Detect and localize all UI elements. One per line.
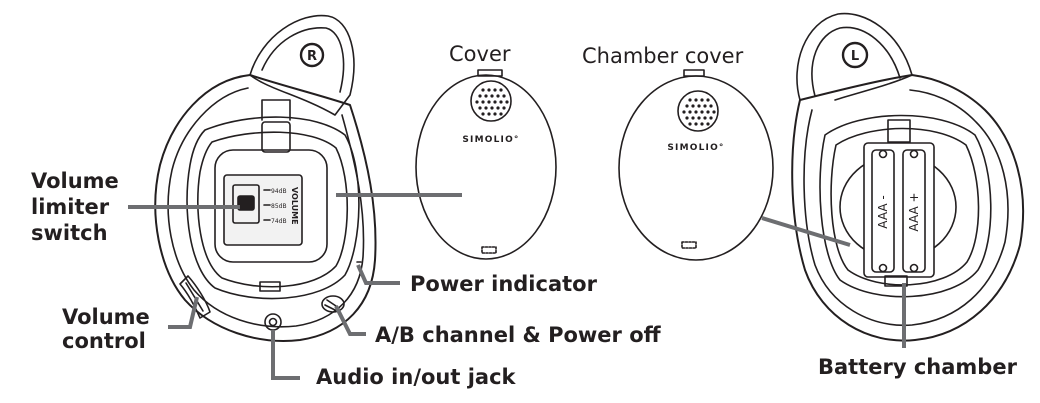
level-74db: 74dB [271,218,287,225]
leader-volume-control [168,296,199,329]
battery-chamber-label: Battery chamber [818,355,1017,379]
cover-part [415,69,557,260]
battery-label-1: AAA - [876,195,890,228]
audio-jack-label: Audio in/out jack [316,365,516,389]
volume-panel-label: VOLUME [290,187,299,225]
chamber-cover-grille [682,98,716,126]
chamber-cover-part [618,69,774,261]
level-94db: 94dB [271,188,287,195]
volume-control-label-line2: control [62,329,146,353]
cover-brand: SIMOLIO° [462,135,519,145]
chamber-cover-brand: SIMOLIO° [667,143,724,153]
right-earcup [154,14,377,342]
leader-ab-channel [334,305,366,336]
leader-chamber-cover [761,216,851,247]
right-side-mark: R [307,49,317,64]
leader-lines [128,193,906,380]
chamber-cover-title: Chamber cover [582,44,744,68]
volume-limiter-label-line3: switch [31,221,108,245]
left-earcup [791,12,1025,342]
cover-title: Cover [449,42,511,66]
volume-limiter-label-line2: limiter [31,195,110,219]
cover-grille [475,88,509,116]
leader-power-indicator [356,264,400,285]
level-85db: 85dB [271,203,287,210]
ab-channel-label: A/B channel & Power off [375,323,661,347]
battery-label-2: AAA + [907,192,921,231]
volume-limiter-label-line1: Volume [31,169,119,193]
volume-control-label-line1: Volume [62,305,150,329]
leader-audio-jack [271,330,300,380]
power-indicator-label: Power indicator [410,272,597,296]
left-side-mark: L [851,49,859,64]
